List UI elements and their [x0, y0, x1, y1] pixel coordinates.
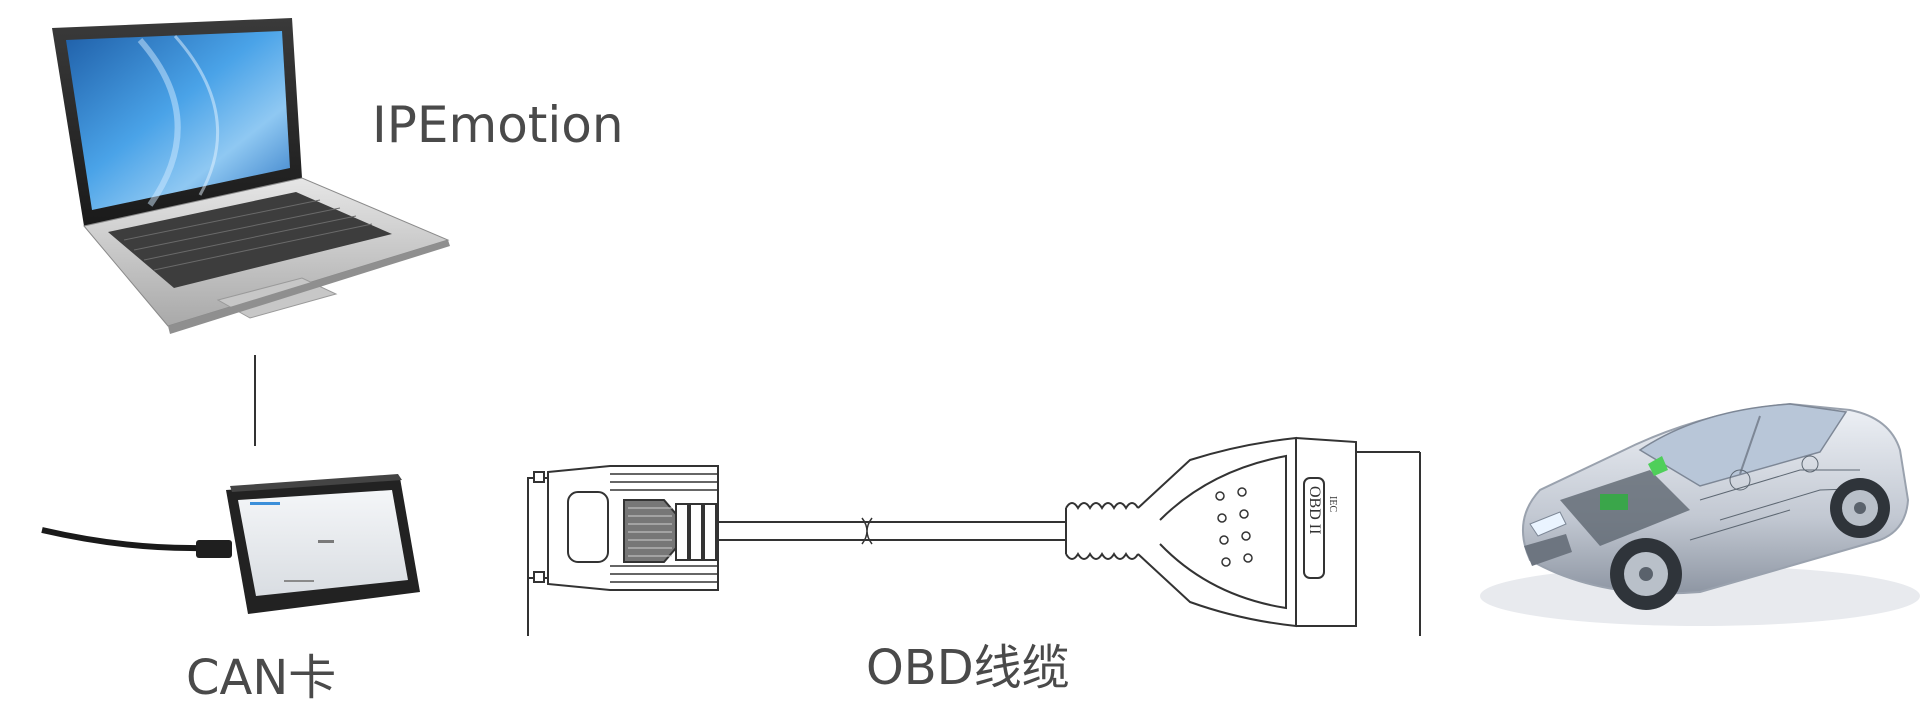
obd-marking: OBD II	[1306, 486, 1323, 534]
car-icon	[1480, 402, 1920, 626]
can-card-icon	[41, 474, 420, 614]
software-label: IPEmotion	[372, 96, 624, 154]
obd-cable-icon	[527, 436, 1421, 636]
can-card-label: CAN卡	[186, 650, 337, 706]
obd-cable-label: OBD线缆	[866, 640, 1070, 696]
laptop-icon	[52, 18, 450, 334]
obd-sub-marking: IEC	[1327, 496, 1338, 512]
